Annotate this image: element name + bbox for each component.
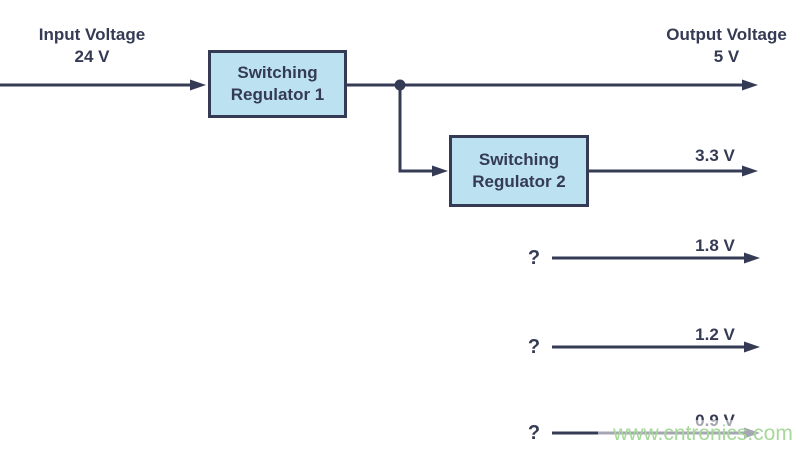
rail-label-3v3: 3.3 V: [695, 146, 735, 165]
switching-regulator-1-label: Switching Regulator 1: [230, 63, 325, 104]
watermark-background: [598, 420, 805, 448]
unknown-source-0v9: ?: [527, 422, 541, 444]
rail-arrow-1v2: [552, 341, 760, 353]
output-voltage-label: Output Voltage 5 V: [649, 24, 804, 68]
rail-label-1v2: 1.2 V: [695, 325, 735, 344]
input-voltage-title: Input Voltage: [38, 25, 146, 44]
input-voltage-label: Input Voltage 24 V: [12, 24, 172, 68]
switching-regulator-1-box: Switching Regulator 1: [208, 50, 347, 118]
rail-arrow-1v8: [552, 252, 760, 264]
unknown-source-1v8: ?: [527, 247, 541, 269]
switching-regulator-2-label: Switching Regulator 2: [472, 150, 566, 191]
output-voltage-value: 5 V: [713, 47, 740, 66]
main-output-arrow: [347, 79, 758, 91]
watermark-text: www.cntronics.com: [613, 422, 793, 445]
rail-label-1v8: 1.8 V: [695, 236, 735, 255]
input-arrow: [0, 79, 206, 91]
unknown-source-1v2: ?: [527, 336, 541, 358]
switching-regulator-2-box: Switching Regulator 2: [449, 135, 589, 207]
branch-arrow: [398, 85, 448, 177]
output-voltage-title: Output Voltage: [666, 25, 787, 44]
input-voltage-value: 24 V: [74, 47, 110, 66]
reg2-output-arrow: [589, 165, 758, 177]
